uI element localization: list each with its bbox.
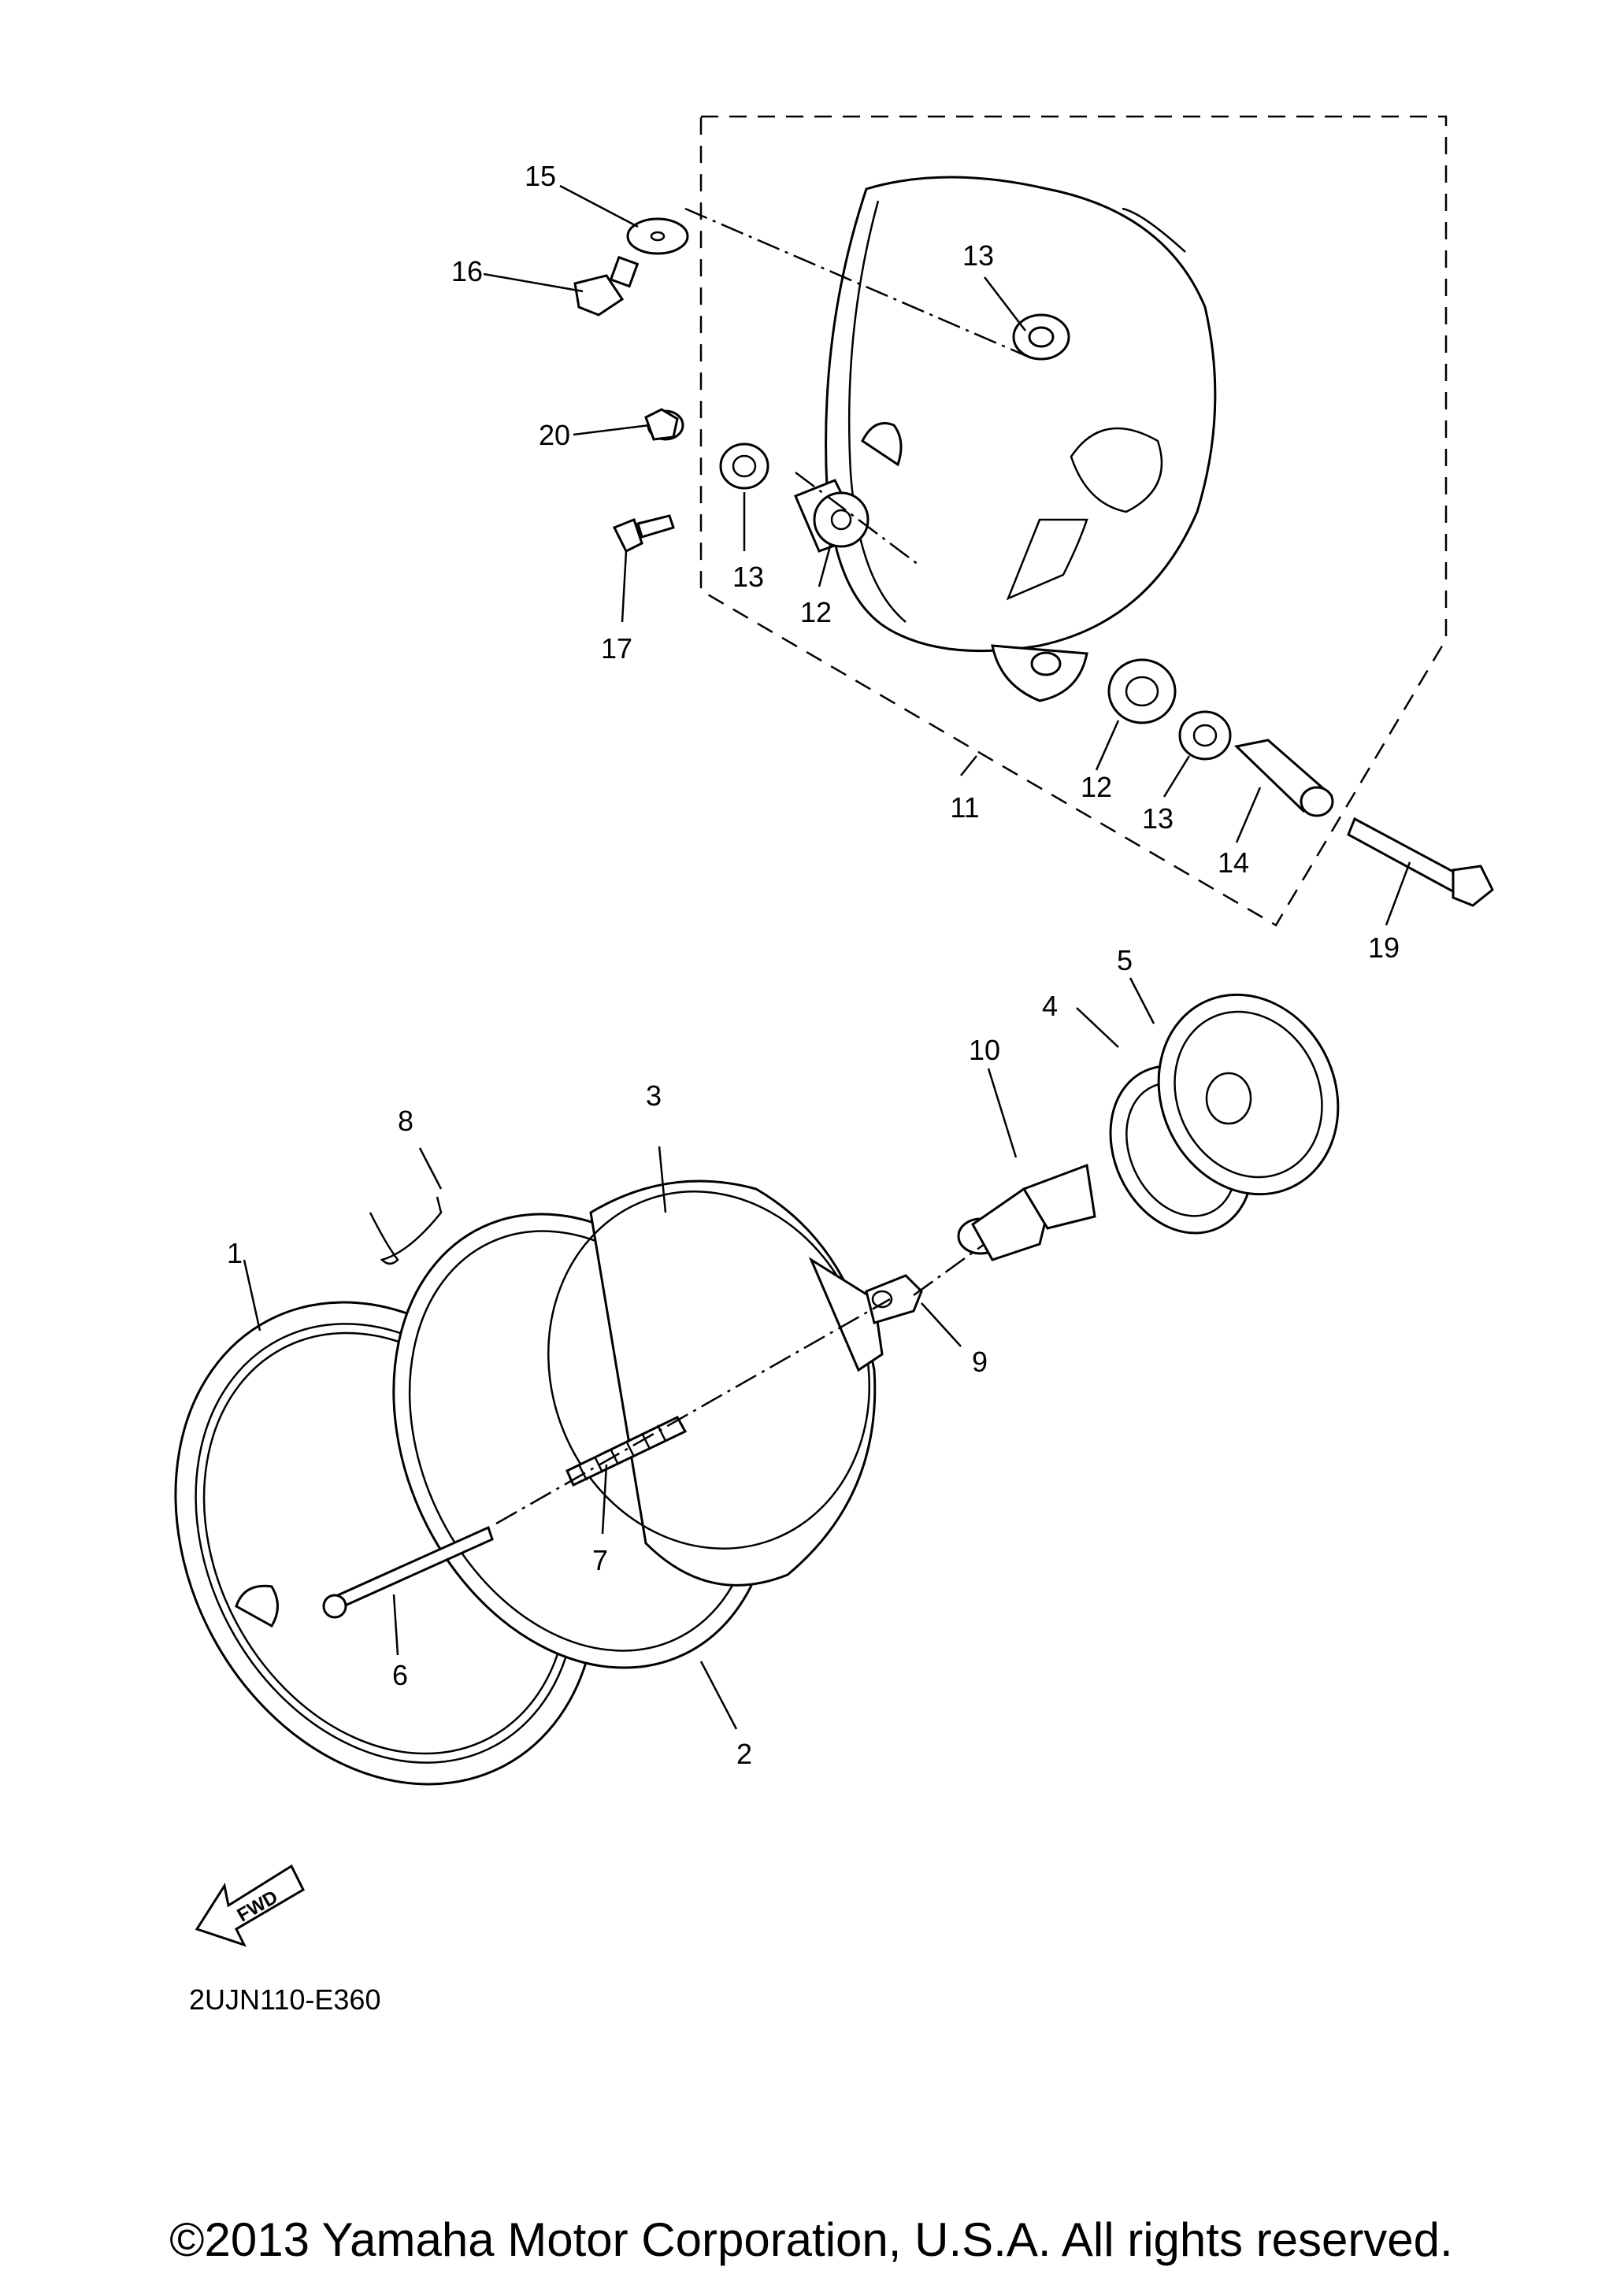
callout-10: 10 (969, 1034, 1000, 1066)
bolt-19 (1347, 817, 1494, 907)
callout-18: 16 (451, 255, 483, 287)
callout-17: 15 (525, 160, 556, 192)
collar-12-left (794, 479, 870, 553)
callout-14: 14 (1218, 846, 1249, 879)
callout-1: 1 (227, 1237, 243, 1269)
callout-2: 2 (736, 1738, 752, 1770)
callout-11: 11 (950, 791, 979, 824)
centerline-upper-1 (684, 207, 1033, 360)
housing-group-boundary (699, 115, 1448, 927)
leader-lines (243, 184, 1411, 1730)
fwd-arrow-icon: FWD (195, 1864, 305, 1947)
socket-9 (865, 1274, 923, 1324)
callout-7: 7 (592, 1544, 608, 1576)
callout-4: 4 (1042, 990, 1058, 1022)
callout-9: 9 (972, 1346, 988, 1378)
reflector-3 (547, 1179, 884, 1587)
centerline-lower-1 (495, 1298, 891, 1525)
collar-12-right (1107, 658, 1177, 724)
callout-20: 20 (539, 419, 570, 451)
grommet-13-left (719, 443, 769, 490)
washer-17 (626, 217, 689, 255)
diagram-code: 2UJN110-E360 (189, 1983, 380, 2016)
callout-19: 19 (1368, 931, 1400, 964)
callout-15: 13 (962, 239, 994, 272)
centerline-upper-2 (795, 472, 922, 568)
screw-16 (612, 514, 675, 554)
callout-13-upper: 13 (732, 561, 764, 593)
callout-12-upper: 12 (800, 596, 832, 628)
bolt-18 (573, 255, 640, 317)
callout-13-lower: 13 (1142, 802, 1174, 835)
nut-20 (644, 408, 684, 441)
grommet-13-right (1178, 710, 1232, 761)
cover-5 (1157, 993, 1340, 1196)
copyright-notice: ©2013 Yamaha Motor Corporation, U.S.A. A… (169, 2213, 1452, 2266)
callout-6: 6 (392, 1659, 408, 1691)
callout-5: 5 (1117, 944, 1133, 976)
headlight-housing (825, 176, 1217, 702)
centerline-lower-2 (913, 1242, 985, 1297)
callout-12-lower: 12 (1081, 771, 1112, 803)
callout-3: 3 (646, 1079, 662, 1112)
spacer-14 (1233, 739, 1334, 817)
clip-8 (369, 1196, 443, 1265)
callout-16: 17 (601, 632, 632, 665)
callout-8: 8 (398, 1105, 413, 1137)
screw-6 (322, 1525, 494, 1619)
bulb-10 (957, 1163, 1096, 1261)
